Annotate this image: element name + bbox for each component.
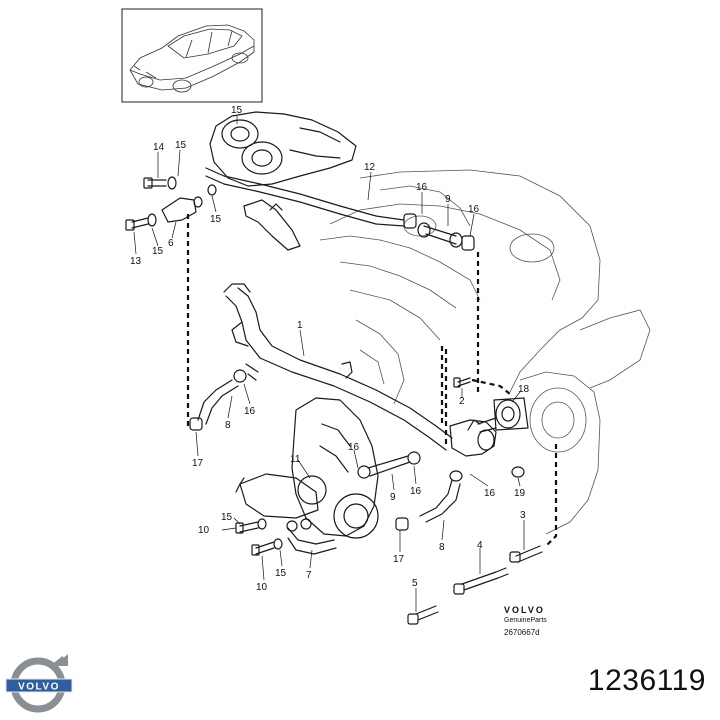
- logo-wordmark: VOLVO: [18, 682, 60, 693]
- callout-15: 15: [210, 214, 222, 225]
- callout-7: 7: [306, 570, 312, 581]
- coolant-outlet-18: [477, 397, 529, 478]
- callout-labels: 15 14 15 12 16 9 16 13 15 6 15 1 2 18 16…: [130, 105, 530, 593]
- callout-16: 16: [468, 204, 480, 215]
- turbocharger-upper: [209, 111, 357, 251]
- bolt-2: [453, 377, 471, 388]
- callout-13: 13: [130, 256, 142, 267]
- leader-lines: [133, 116, 525, 612]
- engine-block: [319, 169, 651, 535]
- callout-18: 18: [518, 384, 530, 395]
- callout-8: 8: [225, 420, 231, 431]
- coolant-hose-8-left: [189, 369, 247, 431]
- coolant-hose-9-upper: [417, 222, 475, 251]
- callout-8: 8: [439, 542, 445, 553]
- callout-9: 9: [445, 194, 451, 205]
- callout-15: 15: [152, 246, 164, 257]
- callout-5: 5: [412, 578, 418, 589]
- coolant-pipe-1: [223, 283, 497, 457]
- callout-19: 19: [514, 488, 526, 499]
- callout-14: 14: [153, 142, 165, 153]
- callout-10: 10: [256, 582, 268, 593]
- callout-2: 2: [459, 396, 465, 407]
- callout-6: 6: [168, 238, 174, 249]
- callout-16: 16: [416, 182, 428, 193]
- volvo-logo-icon: VOLVO: [5, 654, 73, 713]
- coolant-hose-7: [235, 518, 337, 556]
- callout-16: 16: [348, 442, 360, 453]
- callout-15: 15: [231, 105, 243, 116]
- diagram-code: 2670667d: [504, 628, 540, 637]
- callout-16: 16: [244, 406, 256, 417]
- coolant-hose-9-lower: [357, 451, 421, 479]
- temperature-sensors: [407, 545, 543, 625]
- coolant-hose-8-lower: [395, 470, 463, 531]
- callout-9: 9: [390, 492, 396, 503]
- callout-3: 3: [520, 510, 526, 521]
- callout-1: 1: [297, 320, 303, 331]
- callout-15: 15: [275, 568, 287, 579]
- callout-16: 16: [484, 488, 496, 499]
- callout-15: 15: [221, 512, 233, 523]
- bolts-and-washers-upper: [125, 176, 217, 231]
- sedan-drawing: [129, 24, 255, 93]
- callout-4: 4: [477, 540, 483, 551]
- callout-10: 10: [198, 525, 210, 536]
- brand-name: VOLVO: [504, 605, 545, 615]
- genuine-parts-label: GenuineParts: [504, 617, 547, 624]
- part-number: 1236119: [587, 664, 706, 697]
- callout-16: 16: [410, 486, 422, 497]
- turbocharger-lower: [235, 397, 379, 539]
- callout-12: 12: [364, 162, 376, 173]
- connection-dashes: [186, 214, 558, 547]
- vehicle-inset: [121, 8, 263, 103]
- callout-15: 15: [175, 140, 187, 151]
- callout-11: 11: [290, 454, 301, 465]
- callout-17: 17: [192, 458, 204, 469]
- coolant-pipe-12: [205, 167, 417, 229]
- callout-17: 17: [393, 554, 405, 565]
